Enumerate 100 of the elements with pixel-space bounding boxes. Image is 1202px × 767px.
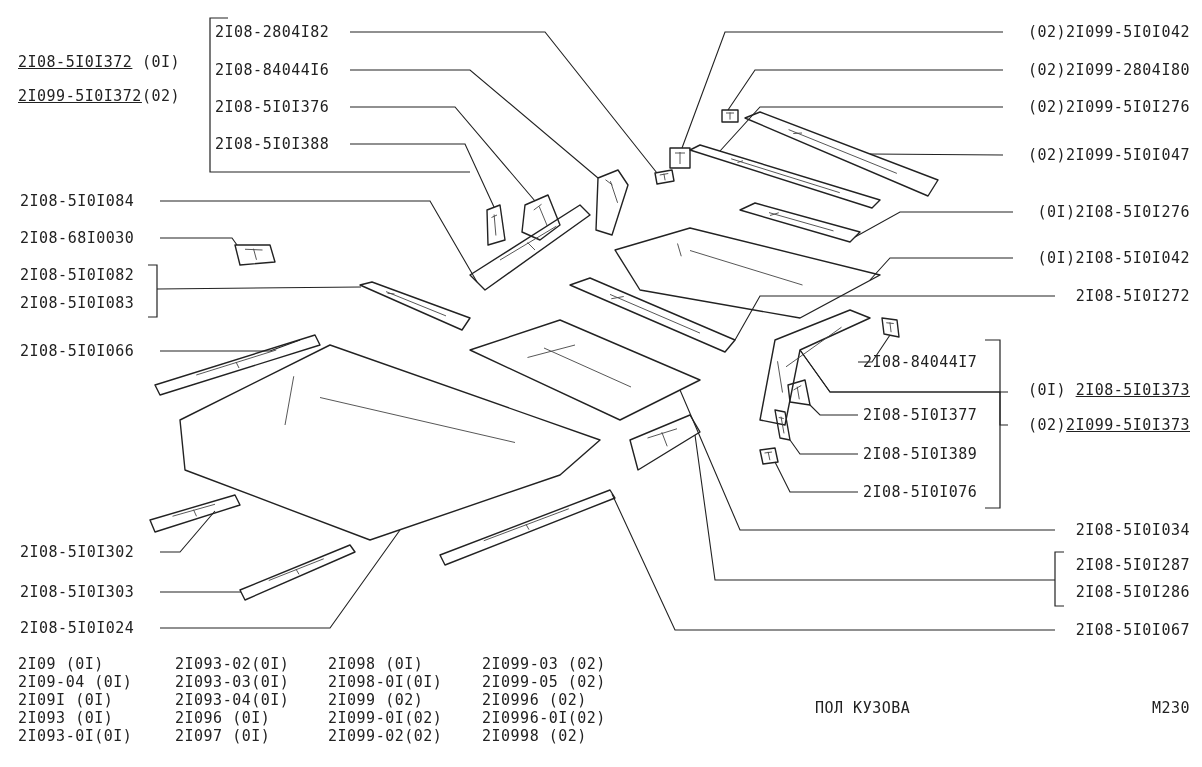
part-number: (02)2I099-5I0I373 <box>1027 416 1190 434</box>
part-number: (0I)2I08-5I0I042 <box>1037 249 1190 267</box>
strip-part <box>439 489 616 566</box>
part-number: 2I08-68I0030 <box>20 229 135 247</box>
model-code: 2I093-0I(0I) <box>18 727 133 745</box>
tube-part <box>359 281 471 331</box>
model-code: 2I093-03(0I) <box>175 673 290 691</box>
part-number: 2I08-5I0I272 <box>1075 287 1190 305</box>
strip-part <box>239 544 356 601</box>
leader-line <box>694 434 1056 581</box>
part-number: 2I08-84044I7 <box>863 353 978 371</box>
model-code: 2I099-02(02) <box>328 727 443 745</box>
leader-line <box>854 211 1014 238</box>
model-code: 2I0996-0I(02) <box>482 709 606 727</box>
leader-line <box>349 143 495 208</box>
block-part <box>759 447 779 465</box>
part-number: 2I08-5I0I389 <box>863 445 978 463</box>
leader-line <box>156 286 362 290</box>
bracket-part <box>629 414 701 471</box>
assembly-number: 2I08-5I0I372 (0I) <box>18 53 181 71</box>
gusset-part <box>486 204 506 246</box>
gusset-part <box>787 379 811 406</box>
model-code: 2I093 (0I) <box>18 709 114 727</box>
part-number: 2I08-5I0I082 <box>20 266 135 284</box>
model-code: 2I096 (0I) <box>175 709 271 727</box>
leader-line <box>681 31 1004 149</box>
gusset-part <box>881 317 900 338</box>
page-number: M230 <box>1151 699 1190 717</box>
part-number: 2I08-5I0I303 <box>20 583 135 601</box>
part-number: 2I08-84044I6 <box>215 61 330 79</box>
leader-line <box>349 106 536 202</box>
model-code: 2I093-02(0I) <box>175 655 290 673</box>
model-code: 2I099-05 (02) <box>482 673 606 691</box>
floor-panel <box>179 344 601 541</box>
part-number: 2I08-2804I82 <box>215 23 330 41</box>
side-member-part <box>469 204 591 291</box>
leader-line <box>159 237 238 246</box>
leader-line <box>349 31 658 174</box>
model-code: 2I0996 (02) <box>482 691 587 709</box>
model-code: 2I09I (0I) <box>18 691 114 709</box>
part-number: 2I08-5I0I034 <box>1075 521 1190 539</box>
plate-part <box>774 409 791 441</box>
crossmember-part <box>739 202 861 243</box>
part-number: (0I)2I08-5I0I276 <box>1037 203 1190 221</box>
model-code: 2I093-04(0I) <box>175 691 290 709</box>
part-number: (02)2I099-5I0I276 <box>1027 98 1190 116</box>
leader-line <box>734 295 1056 341</box>
model-code: 2I099-03 (02) <box>482 655 606 673</box>
part-number: (02)2I099-5I0I047 <box>1027 146 1190 164</box>
leader-line <box>719 106 1004 152</box>
part-number: 2I08-5I0I388 <box>215 135 330 153</box>
plate-part <box>721 109 739 123</box>
sill-part <box>149 494 241 533</box>
part-number: 2I08-5I0I076 <box>863 483 978 501</box>
crossmember-part <box>569 277 736 353</box>
leader-line <box>774 461 859 493</box>
leader-line <box>159 529 401 629</box>
leader-line <box>159 510 216 553</box>
leader-line <box>869 153 1004 156</box>
leader-line <box>679 389 1056 531</box>
part-number: 2I08-5I0I084 <box>20 192 135 210</box>
part-number: 2I08-5I0I024 <box>20 619 135 637</box>
model-code: 2I097 (0I) <box>175 727 271 745</box>
model-code: 2I09 (0I) <box>18 655 104 673</box>
leader-line <box>349 69 599 179</box>
strip-part <box>689 144 881 209</box>
middle-floor-panel <box>469 319 701 421</box>
part-number: 2I08-5I0I376 <box>215 98 330 116</box>
plate-part <box>669 147 691 169</box>
part-number: (02)2I099-2804I80 <box>1027 61 1190 79</box>
bracket-part <box>521 194 561 241</box>
page-title: ПОЛ КУЗОВА <box>815 699 911 717</box>
leader-line <box>789 439 859 455</box>
leader-line <box>869 257 1014 281</box>
part-number: 2I08-5I0I067 <box>1075 621 1190 639</box>
leader-line <box>159 591 242 593</box>
model-code: 2I098 (0I) <box>328 655 424 673</box>
leader-line <box>799 349 1009 426</box>
leader-line <box>159 200 478 283</box>
leader-line <box>611 493 1056 631</box>
part-number: 2I08-5I0I302 <box>20 543 135 561</box>
model-code: 2I0998 (02) <box>482 727 587 745</box>
model-code: 2I099-0I(02) <box>328 709 443 727</box>
leader-line <box>857 334 891 363</box>
leader-line <box>727 69 1004 111</box>
rear-floor-panel <box>614 227 881 319</box>
part-number: (0I) 2I08-5I0I373 <box>1027 381 1190 399</box>
leader-line <box>159 339 301 352</box>
part-number: 2I08-5I0I287 <box>1075 556 1190 574</box>
model-code: 2I09-04 (0I) <box>18 673 133 691</box>
model-code: 2I098-0I(0I) <box>328 673 443 691</box>
spring-clip <box>654 169 675 185</box>
part-number: 2I08-5I0I377 <box>863 406 978 424</box>
part-number: 2I08-5I0I286 <box>1075 583 1190 601</box>
side-member-part <box>595 169 629 236</box>
bracket-part <box>234 244 276 266</box>
strip-part <box>154 334 321 396</box>
leader-line <box>809 404 859 416</box>
panel-part <box>744 111 939 197</box>
part-number: 2I08-5I0I083 <box>20 294 135 312</box>
